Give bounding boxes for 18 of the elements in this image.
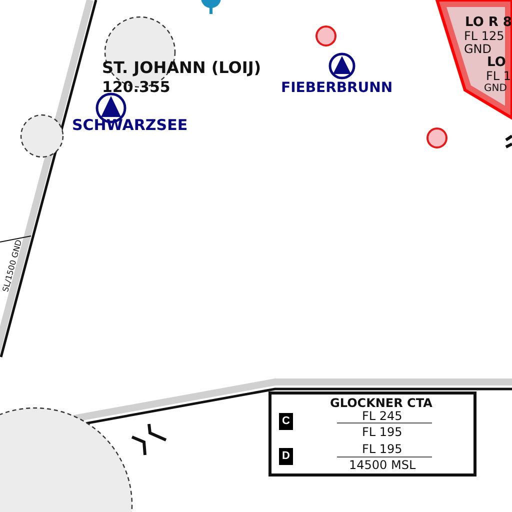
altitude-label: GND: [484, 84, 507, 94]
airspace-name: GLOCKNER CTA: [330, 397, 432, 409]
altitude-label: FL 195: [362, 443, 402, 455]
frequency-label: 120.355: [102, 80, 170, 95]
airspace-class-badge: D: [279, 448, 293, 465]
altitude-label: SL/1500 GND: [2, 239, 24, 293]
airspace-name: LO: [487, 56, 506, 69]
airport-name: ST. JOHANN (LOIJ): [102, 60, 262, 76]
altitude-label: FL 195: [362, 426, 402, 438]
navaid-name: FIEBERBRUNN: [281, 81, 393, 95]
altitude-label: FL 245: [362, 410, 402, 422]
airspace-class-badge: C: [279, 413, 293, 430]
altitude-label: GND: [464, 43, 492, 55]
airspace-name: LO R 8: [465, 16, 512, 29]
navaid-name: SCHWARZSEE: [72, 118, 188, 133]
altitude-label: FL 1: [486, 70, 512, 82]
altitude-label: 14500 MSL: [349, 459, 416, 471]
altitude-label: FL 125: [464, 30, 504, 42]
